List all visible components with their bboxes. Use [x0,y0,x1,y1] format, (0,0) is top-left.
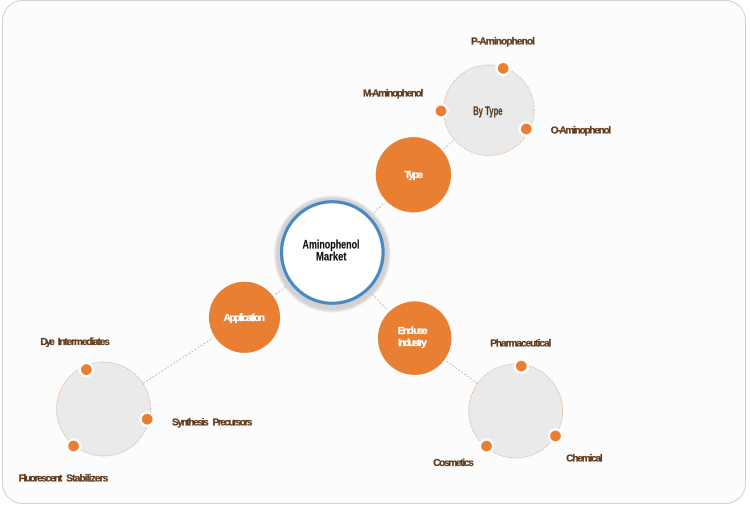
svg-text:Industry: Industry [398,338,427,349]
svg-text:End-use: End-use [398,326,428,337]
svg-text:Fluorescent: Fluorescent [19,473,63,484]
svg-text:Pharmaceutical: Pharmaceutical [490,339,551,350]
svg-text:Intermediates: Intermediates [58,337,111,348]
svg-text:Precursors: Precursors [213,418,253,429]
svg-text:Aminophenol: Aminophenol [303,240,360,252]
svg-text:Synthesis: Synthesis [172,418,209,429]
svg-text:O-Aminophenol: O-Aminophenol [551,125,612,136]
svg-text:M-Aminophenol: M-Aminophenol [363,88,424,99]
svg-text:P-Aminophenol: P-Aminophenol [471,37,535,48]
svg-text:Dye: Dye [40,337,55,348]
svg-text:Stabilizers: Stabilizers [66,473,108,484]
svg-text:Market: Market [316,252,347,264]
svg-text:Application: Application [224,313,266,324]
svg-text:Type: Type [404,170,423,181]
svg-text:By Type: By Type [473,104,503,118]
svg-text:Cosmetics: Cosmetics [433,458,474,469]
svg-text:Chemical: Chemical [566,453,603,464]
